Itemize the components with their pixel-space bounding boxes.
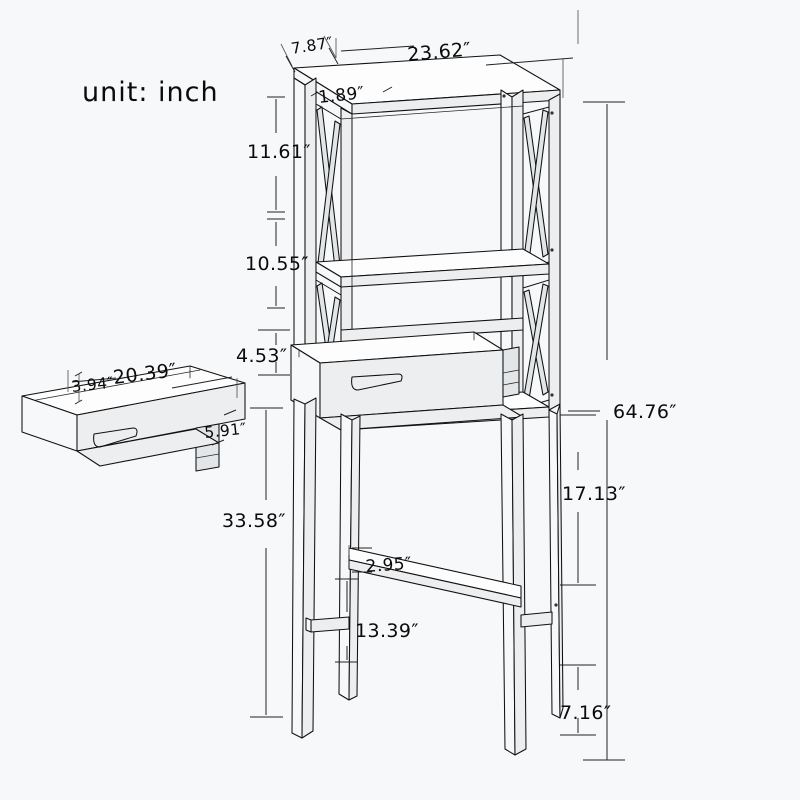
- label-leg-stretcher-height: 13.39″: [355, 620, 419, 642]
- label-shelf-gap-upper: 11.61″: [247, 141, 311, 163]
- drawer-opening: [340, 317, 524, 343]
- label-drawer-depth: 5.91″: [204, 420, 248, 442]
- label-shelf-gap-lower: 10.55″: [245, 253, 309, 275]
- label-drawer-height: 3.94″: [71, 374, 115, 396]
- label-top-shelf-lip: 1.89″: [317, 83, 365, 108]
- drawer-open: [290, 331, 524, 431]
- shelf-rack-assembly: [290, 54, 564, 756]
- label-lower-open-height: 17.13″: [562, 483, 626, 505]
- dimension-labels: unit: inch 7.87″ 23.62″ 1.89″ 11.61″ 10.…: [71, 34, 677, 724]
- label-top-depth: 7.87″: [290, 34, 335, 58]
- recessed-drawer-pull: [351, 373, 403, 391]
- fastener-dot: [550, 111, 554, 115]
- label-stretcher-width: 2.95″: [365, 554, 412, 577]
- unit-note: unit: inch: [82, 77, 219, 108]
- bottom-stretcher: [348, 547, 522, 608]
- shelf-upper: [315, 248, 550, 288]
- dimension-lines: [67, 10, 625, 761]
- fastener-dot: [502, 94, 506, 98]
- label-drawer-zone: 4.53″: [236, 345, 287, 367]
- label-leg-height: 33.58″: [222, 510, 286, 532]
- fastener-dot: [550, 393, 554, 397]
- recessed-drawer-pull-detail: [93, 427, 138, 448]
- fastener-dot: [554, 603, 558, 607]
- fastener-dot: [550, 248, 554, 252]
- label-foot-height: 7.16″: [560, 702, 611, 724]
- label-overall-height: 64.76″: [613, 401, 677, 423]
- legs-right: [500, 403, 564, 756]
